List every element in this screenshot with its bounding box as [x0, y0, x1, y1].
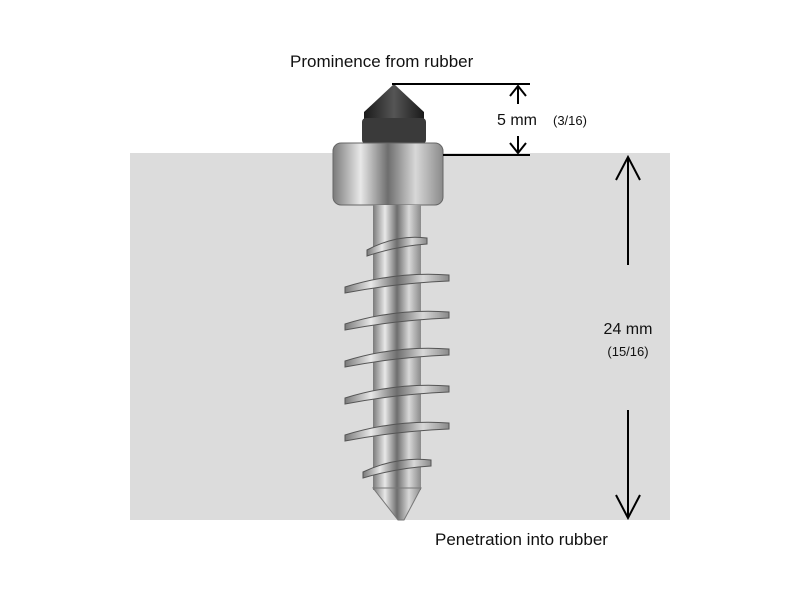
prominence-inch: (3/16)	[553, 113, 587, 128]
thread-ridge	[344, 273, 450, 294]
carbide-tip	[364, 84, 424, 120]
ice-stud-screw	[332, 84, 450, 521]
shank	[373, 205, 421, 490]
thread-ridge	[344, 310, 450, 331]
penetration-dimension	[615, 154, 641, 521]
thread-ridge	[344, 421, 450, 442]
thread-ridge	[362, 458, 432, 479]
thread-ridge	[366, 236, 428, 257]
prominence-dimension	[392, 83, 530, 156]
thread-ridge	[344, 384, 450, 405]
screw-point	[371, 487, 422, 521]
threads	[344, 236, 450, 479]
prominence-mm: 5 mm	[497, 112, 537, 129]
hex-head	[332, 142, 444, 206]
thread-ridge	[344, 347, 450, 368]
prominence-title: Prominence from rubber	[290, 52, 474, 71]
tip-collar	[362, 118, 426, 144]
penetration-title: Penetration into rubber	[435, 530, 608, 549]
penetration-inch: (15/16)	[607, 344, 648, 359]
penetration-mm: 24 mm	[604, 321, 653, 338]
